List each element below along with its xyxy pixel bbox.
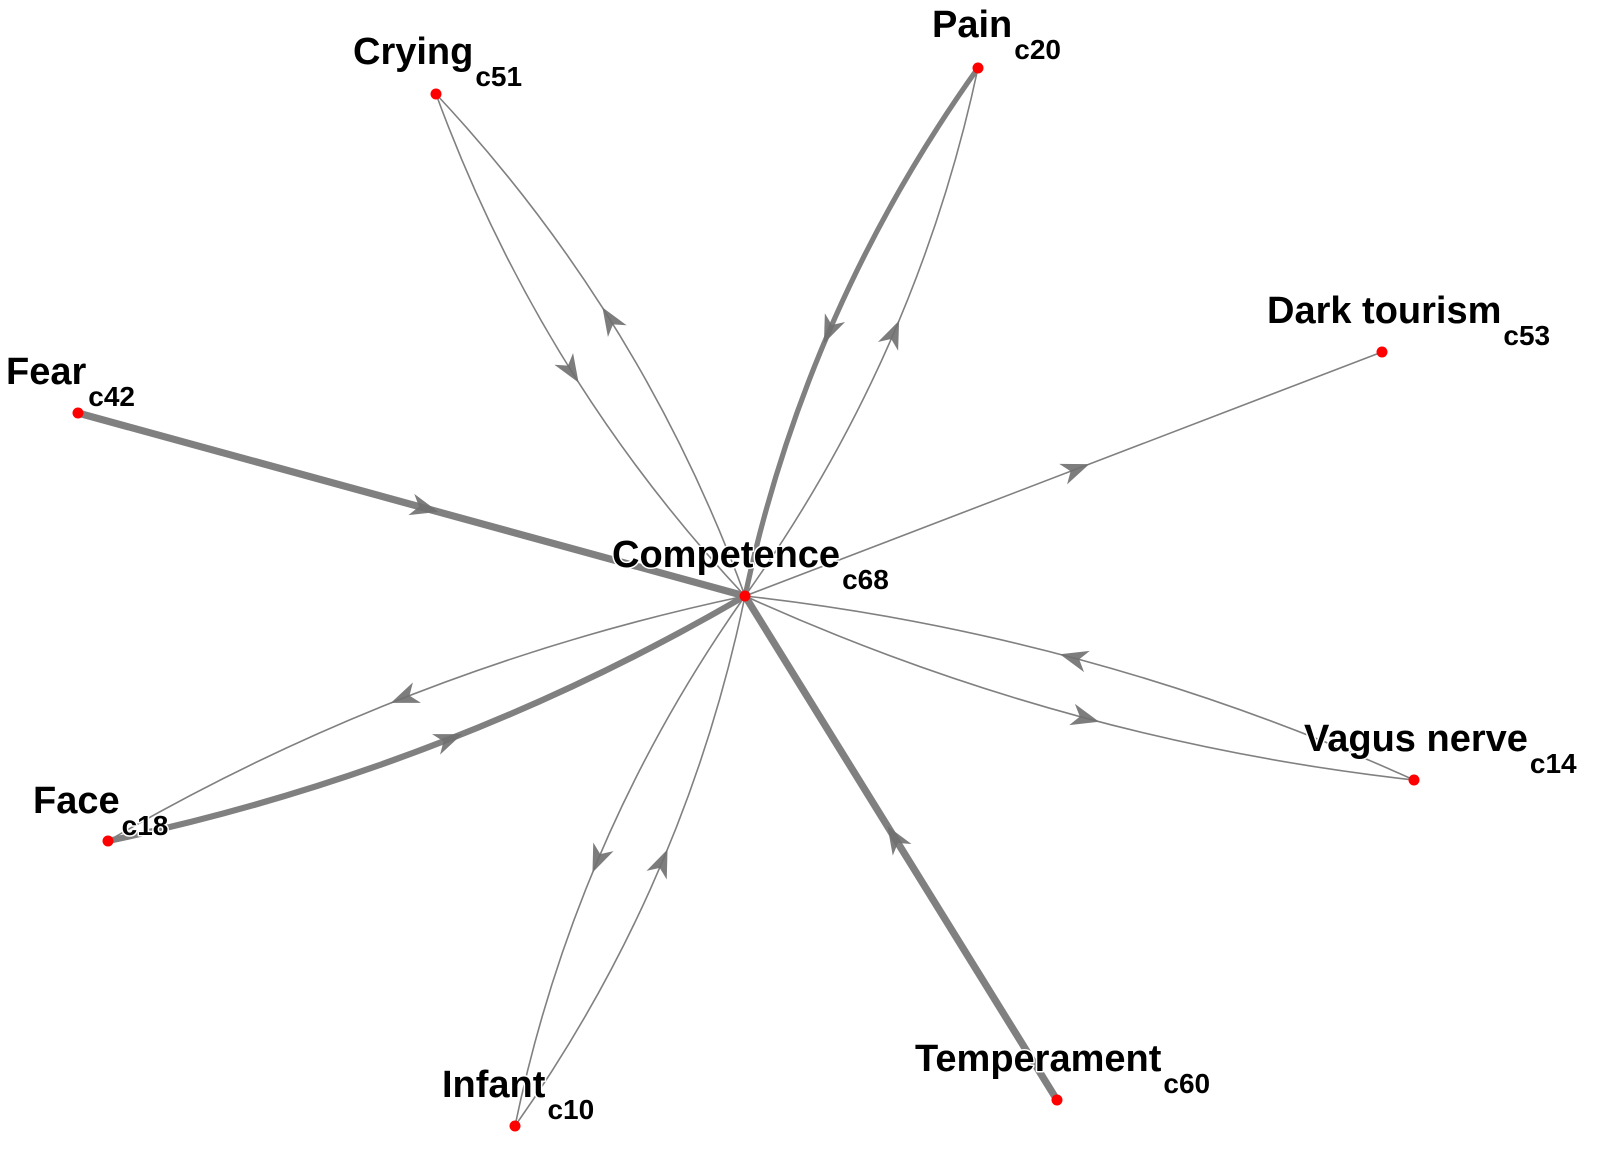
node-name-temperament: Temperament [915,1038,1162,1080]
node-name-vagus-nerve: Vagus nerve [1304,718,1528,760]
node-label-vagus-nerve: Vagus nervec14 [1304,718,1577,779]
node-code-dark-tourism: c53 [1503,320,1550,351]
node-name-fear: Fear [6,351,86,393]
arrow-competence-to-vagus-nerve [1069,703,1100,726]
node-face [102,835,114,847]
node-code-vagus-nerve: c14 [1530,748,1577,779]
node-code-crying: c51 [475,61,522,92]
node-name-infant: Infant [442,1064,546,1106]
nodes-layer [72,62,1420,1132]
node-name-competence: Competence [612,534,840,576]
node-label-temperament: Temperamentc60 [915,1038,1210,1099]
node-dark-tourism [1376,346,1388,358]
node-code-fear: c42 [88,381,135,412]
node-label-face: Facec18 [33,780,168,841]
node-code-pain: c20 [1014,34,1061,65]
node-crying [430,88,442,100]
edge-vagus-nerve-to-competence [744,595,1415,781]
edge-competence-to-vagus-nerve [744,595,1415,781]
node-label-competence: Competencec68 [612,534,889,595]
node-code-infant: c10 [547,1094,594,1125]
arrow-temperament-to-competence [887,826,912,856]
node-code-temperament: c60 [1163,1068,1210,1099]
node-name-face: Face [33,780,120,822]
edge-pain-to-competence [742,65,981,599]
arrow-competence-to-face [390,682,421,703]
node-name-pain: Pain [932,4,1012,46]
node-label-fear: Fearc42 [6,351,135,412]
node-label-pain: Painc20 [932,4,1061,65]
edge-crying-to-competence [435,93,746,597]
node-temperament [1051,1094,1063,1106]
edge-competence-to-crying [435,93,746,597]
node-name-dark-tourism: Dark tourism [1267,290,1501,332]
arrow-competence-to-pain [877,320,900,351]
node-infant [509,1120,521,1132]
arrow-face-to-competence [432,734,463,755]
edge-competence-to-pain [744,67,979,597]
arrow-vagus-nerve-to-competence [1059,650,1090,673]
node-vagus-nerve [1408,774,1420,786]
arrow-competence-to-infant [592,842,614,873]
node-label-dark-tourism: Dark tourismc53 [1267,290,1550,351]
node-code-face: c18 [122,810,169,841]
edge-temperament-to-competence [741,592,1061,1104]
edge-competence-to-face [107,595,746,842]
node-competence [739,590,751,602]
arrow-pain-to-competence [823,313,846,344]
edges-layer [74,65,1415,1127]
node-pain [972,62,984,74]
node-name-crying: Crying [353,31,473,73]
arrow-infant-to-competence [646,849,668,880]
edge-fear-to-competence [74,409,749,600]
edge-face-to-competence [104,592,749,845]
edge-competence-to-dark-tourism [744,351,1383,597]
node-label-infant: Infantc10 [442,1064,594,1125]
node-fear [72,407,84,419]
arrow-competence-to-crying [602,307,627,337]
node-code-competence: c68 [842,564,889,595]
edge-infant-to-competence [514,595,746,1127]
edge-competence-to-infant [514,595,746,1127]
node-label-crying: Cryingc51 [353,31,522,92]
arrow-crying-to-competence [554,353,579,383]
arrow-competence-to-dark-tourism [1059,463,1090,485]
arrow-fear-to-competence [408,493,439,516]
